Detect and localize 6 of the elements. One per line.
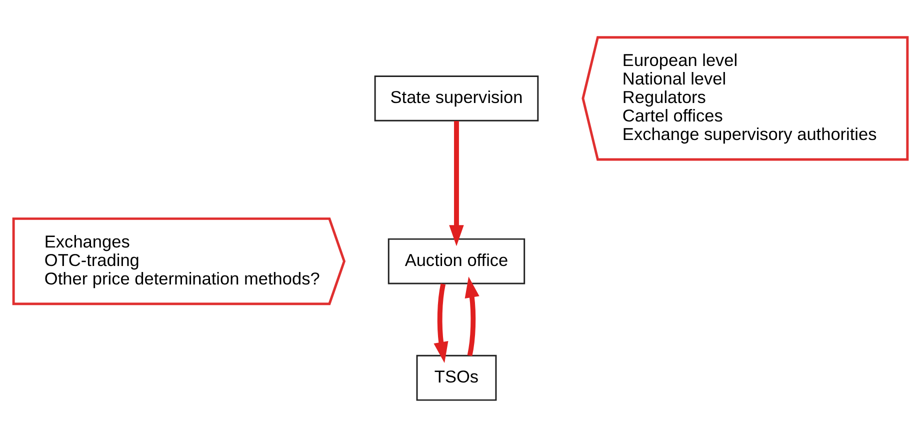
arrow	[449, 120, 464, 246]
node-box: State supervision	[374, 75, 539, 122]
node-box: Auction office	[388, 238, 526, 284]
arrow	[434, 284, 448, 363]
node-box: TSOs	[416, 354, 497, 401]
arrow	[464, 276, 480, 356]
